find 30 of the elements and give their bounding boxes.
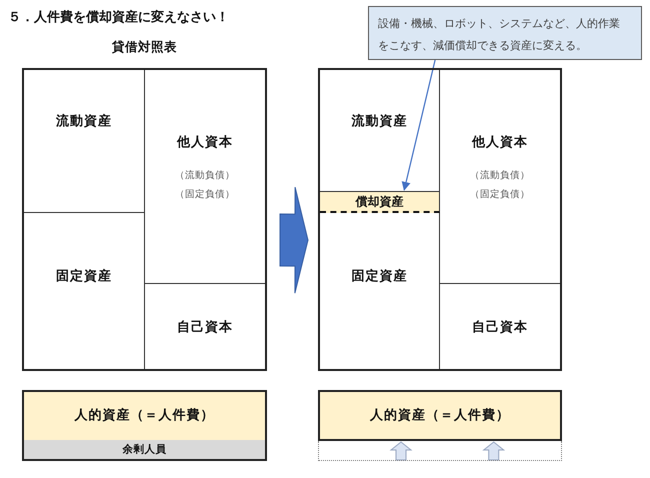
- table-cell: [24, 70, 145, 213]
- cell-label: 固定資産: [56, 268, 112, 286]
- table-heading: 貸借対照表: [112, 39, 177, 55]
- cell-label: 他人資本: [177, 134, 233, 152]
- block-arrow: [280, 186, 309, 294]
- callout-box: [368, 6, 642, 60]
- cell-label: 自己資本: [472, 320, 528, 336]
- band-label: 余剰人員: [122, 443, 166, 457]
- page-title: ５．人件費を償却資産に変えなさい！: [8, 10, 229, 26]
- balance-sheet-table: [318, 68, 562, 371]
- cell-note: （固定負債）: [470, 189, 530, 201]
- cell-label: 流動資産: [352, 114, 408, 130]
- bar-label: 人的資産（＝人件費）: [370, 408, 510, 424]
- bar-label: 人的資産（＝人件費）: [74, 408, 214, 424]
- band-label: 償却資産: [356, 194, 404, 210]
- dotted-frame: [318, 441, 562, 461]
- cell-label: 他人資本: [472, 134, 528, 152]
- cell-note: （流動負債）: [470, 170, 530, 182]
- block-arrow: [482, 441, 506, 460]
- cell-note: （固定負債）: [175, 189, 235, 201]
- block-arrow: [390, 441, 412, 460]
- cell-note: （流動負債）: [175, 170, 235, 182]
- asset-bar: [22, 390, 267, 461]
- surplus-band: [24, 440, 265, 459]
- asset-bar: [318, 390, 562, 441]
- highlight-band: [320, 191, 440, 213]
- cell-label: 固定資産: [352, 268, 408, 286]
- cell-label: 自己資本: [177, 320, 233, 336]
- callout-text: 設備・機械、ロボット、システムなど、人的作業をこなす、減価償却できる資産に変える。: [378, 16, 621, 54]
- cell-label: 流動資産: [56, 114, 112, 130]
